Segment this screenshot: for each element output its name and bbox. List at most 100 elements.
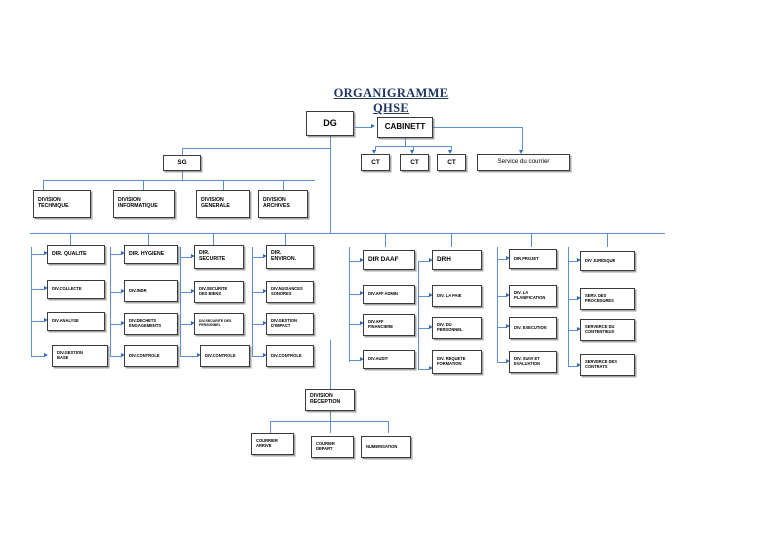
node-dg[interactable]: DG bbox=[306, 111, 354, 136]
connector-arm-hygiene-0 bbox=[110, 292, 122, 293]
node-division-technique[interactable]: DIVISION TECHNIQUE bbox=[33, 190, 91, 218]
connector-arm-hygiene-head bbox=[110, 254, 122, 255]
node-projet-item-2[interactable]: DIV. SUIVI ET EVALUATION bbox=[509, 351, 557, 373]
connector-reception-down bbox=[330, 411, 331, 421]
connector-div-technique-drop bbox=[43, 180, 44, 190]
arrow-daaf-0 bbox=[360, 291, 364, 296]
node-dir-projet-label: DIR.PROJET bbox=[514, 255, 539, 261]
connector-arm-juridique-2 bbox=[568, 366, 578, 367]
connector-arm-daaf-head bbox=[349, 261, 361, 262]
node-hygiene-item-0[interactable]: DIV.INDR bbox=[124, 280, 178, 302]
node-securite-item-2[interactable]: DIV.CONTROLE bbox=[200, 345, 250, 367]
connector-sg-drop bbox=[182, 148, 183, 156]
connector-arm-juridique-head bbox=[568, 261, 578, 262]
node-courier-depart[interactable]: COURIER DEPART bbox=[311, 436, 354, 458]
arrow-environ-2 bbox=[263, 353, 267, 358]
node-hygiene-item-0-label: DIV.INDR bbox=[129, 287, 147, 293]
connector-courier-depart-drop bbox=[330, 421, 331, 433]
node-dir-qualite[interactable]: DIR. QUALITE bbox=[47, 245, 105, 264]
connector-arm-hygiene-1 bbox=[110, 324, 122, 325]
connector-arm-daaf-1 bbox=[349, 324, 361, 325]
node-hygiene-item-2[interactable]: DIV.CONTROLE bbox=[124, 345, 178, 367]
connector-cabinett-down bbox=[405, 138, 406, 146]
node-qualite-item-0-label: DIV.COLLECTE bbox=[52, 286, 82, 292]
node-juridique-item-1[interactable]: SERVERCE DU CONTENTIEUX bbox=[580, 319, 635, 341]
node-projet-item-1[interactable]: DIV. EXECUTION bbox=[509, 317, 557, 339]
node-sg[interactable]: SG bbox=[163, 155, 201, 171]
arrow-drh-0 bbox=[429, 293, 433, 298]
node-dir-qualite-label: DIR. QUALITE bbox=[52, 250, 87, 257]
node-dir-securite[interactable]: DIR. SECURITE bbox=[194, 245, 244, 269]
node-projet-item-0[interactable]: DIV. LA PLANIFICATION bbox=[509, 285, 557, 307]
connector-ct2-drop bbox=[413, 146, 414, 151]
arrow-drh-head bbox=[429, 258, 433, 263]
node-environ-item-2[interactable]: DIV.CONTROLE bbox=[266, 345, 314, 367]
connector-main-spine bbox=[330, 148, 332, 233]
node-dir-hygiene-label: DIR. HYGIENE bbox=[129, 250, 165, 257]
connector-spine-securite bbox=[180, 247, 181, 357]
node-hygiene-item-1[interactable]: DIV.DECHETS ENGAGEMENTS bbox=[124, 313, 178, 335]
connector-arm-drh-0 bbox=[418, 296, 430, 297]
node-juridique-item-0[interactable]: SERV. DES PROCEDURES bbox=[580, 288, 635, 310]
node-securite-item-0-label: DIV.SECURITE DES BIENS bbox=[199, 286, 228, 296]
node-drh-item-1[interactable]: DIV. DU PERSONNEL bbox=[432, 317, 482, 339]
node-securite-item-0[interactable]: DIV.SECURITE DES BIENS bbox=[194, 281, 244, 303]
node-environ-item-0[interactable]: DIV.NUISANCES SONORES bbox=[266, 281, 314, 303]
node-daaf-item-1[interactable]: DIV.AFF FINANCIERE bbox=[363, 314, 415, 336]
node-drh-item-0-label: DIV. LA PAIE bbox=[437, 292, 462, 298]
node-environ-item-1[interactable]: DIV.GESTION D'IMPACT bbox=[266, 313, 314, 335]
node-service-courrier[interactable]: Service du courrier bbox=[477, 154, 570, 171]
node-daaf-item-2[interactable]: DIV.AUDIT bbox=[363, 350, 415, 369]
connector-drop-hygiene bbox=[148, 233, 149, 245]
node-projet-item-2-label: DIV. SUIVI ET EVALUATION bbox=[514, 356, 541, 366]
node-qualite-item-1[interactable]: DIV.ANALYSE bbox=[47, 312, 105, 331]
connector-arm-projet-0 bbox=[497, 296, 507, 297]
node-cabinett-label: CABINETT bbox=[384, 122, 426, 132]
node-dir-hygiene[interactable]: DIR. HYGIENE bbox=[124, 245, 178, 264]
node-courrier-arrive[interactable]: COURRIER ARRIVE bbox=[251, 433, 294, 455]
node-drh[interactable]: DRH bbox=[432, 250, 482, 270]
arrow-ct2 bbox=[410, 150, 415, 154]
node-ct-1-label: CT bbox=[371, 158, 380, 166]
node-daaf-item-0[interactable]: DIV.AFF ADMIN bbox=[363, 285, 415, 304]
node-hygiene-item-1-label: DIV.DECHETS ENGAGEMENTS bbox=[129, 318, 162, 328]
connector-arm-projet-1 bbox=[497, 327, 507, 328]
node-division-reception[interactable]: DIVISION RECEPTION bbox=[305, 389, 355, 411]
node-juridique-item-2[interactable]: SERVERCE DES CONTRATS bbox=[580, 354, 635, 376]
node-dg-label: DG bbox=[323, 118, 337, 129]
node-juridique-item-0-label: SERV. DES PROCEDURES bbox=[585, 293, 614, 303]
node-drh-item-2-label: DIV. REQUETE FORMATION bbox=[437, 356, 466, 366]
arrow-environ-1 bbox=[263, 321, 267, 326]
node-division-generale-label: DIVISION GENERALE bbox=[201, 197, 230, 209]
node-dir-environ[interactable]: DIR. ENVIRON. bbox=[266, 245, 314, 269]
node-daaf-item-0-label: DIV.AFF ADMIN bbox=[368, 291, 398, 297]
node-drh-item-0[interactable]: DIV. LA PAIE bbox=[432, 285, 482, 307]
node-qualite-item-0[interactable]: DIV.COLLECTE bbox=[47, 280, 105, 299]
node-ct-2[interactable]: CT bbox=[400, 154, 429, 171]
node-ct-2-label: CT bbox=[410, 158, 419, 166]
node-dir-projet[interactable]: DIR.PROJET bbox=[509, 249, 557, 269]
node-numerisation[interactable]: NUMERISATION bbox=[361, 436, 411, 458]
node-drh-item-2[interactable]: DIV. REQUETE FORMATION bbox=[432, 350, 482, 374]
node-courier-depart-label: COURIER DEPART bbox=[316, 441, 335, 451]
node-numerisation-label: NUMERISATION bbox=[366, 443, 398, 449]
arrow-securite-2 bbox=[197, 353, 201, 358]
connector-arm-juridique-0 bbox=[568, 299, 578, 300]
node-securite-item-1-label: DIV.SECURITE DES PERSONNEL bbox=[199, 319, 232, 327]
node-division-generale[interactable]: DIVISION GENERALE bbox=[196, 190, 250, 218]
node-securite-item-1[interactable]: DIV.SECURITE DES PERSONNEL bbox=[194, 313, 244, 335]
node-cabinett[interactable]: CABINETT bbox=[377, 117, 433, 138]
node-ct-1[interactable]: CT bbox=[361, 154, 390, 171]
node-division-informatique[interactable]: DIVISION INFORMATIQUE bbox=[113, 190, 175, 218]
node-dir-daaf[interactable]: DIR DAAF bbox=[363, 250, 415, 270]
connector-div-informatique-drop bbox=[143, 180, 144, 190]
connector-arm-environ-0 bbox=[252, 292, 264, 293]
arrow-juridique-0 bbox=[577, 296, 581, 301]
node-div-juridique[interactable]: DIV JURIDIQUE bbox=[580, 251, 635, 271]
node-qualite-item-2[interactable]: DIV.GESTION BASE bbox=[52, 345, 108, 367]
arrow-daaf-1 bbox=[360, 321, 364, 326]
node-ct-3[interactable]: CT bbox=[437, 154, 466, 171]
node-division-archives[interactable]: DIVISION ARCHIVES bbox=[258, 190, 308, 218]
node-juridique-item-1-label: SERVERCE DU CONTENTIEUX bbox=[585, 324, 615, 334]
connector-numerisation-drop bbox=[388, 421, 389, 433]
